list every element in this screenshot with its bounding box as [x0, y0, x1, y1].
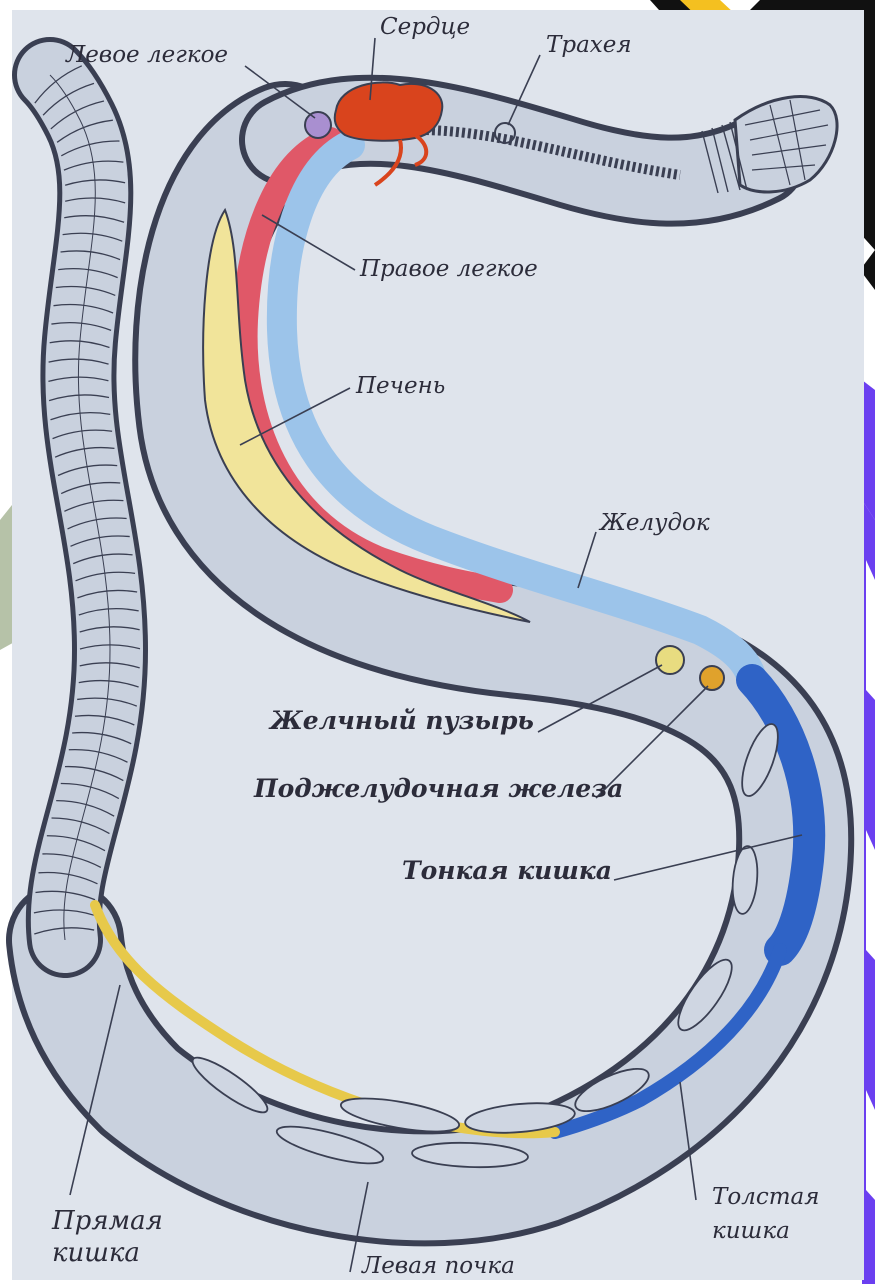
label-liver: Печень — [356, 375, 445, 398]
label-left-lung: Левое легкое — [66, 44, 228, 67]
label-large-intestine-line2: кишка — [712, 1220, 790, 1243]
label-rectum-line1: Прямая — [52, 1208, 163, 1234]
left-lung-shape — [305, 112, 331, 138]
label-right-lung: Правое легкое — [360, 258, 538, 281]
gallbladder-shape — [656, 646, 684, 674]
heart-shape — [335, 82, 443, 140]
pancreas-shape — [700, 666, 724, 690]
label-heart: Сердце — [380, 16, 470, 39]
label-trachea: Трахея — [546, 34, 632, 57]
label-stomach: Желудок — [600, 512, 710, 535]
label-small-intestine: Тонкая кишка — [402, 858, 612, 883]
label-rectum-line2: кишка — [52, 1240, 140, 1266]
label-left-kidney: Левая почка — [362, 1255, 515, 1278]
label-large-intestine-line1: Толстая — [712, 1186, 819, 1209]
label-pancreas: Поджелудочная железа — [254, 776, 623, 801]
label-gallbladder: Желчный пузырь — [270, 708, 534, 733]
